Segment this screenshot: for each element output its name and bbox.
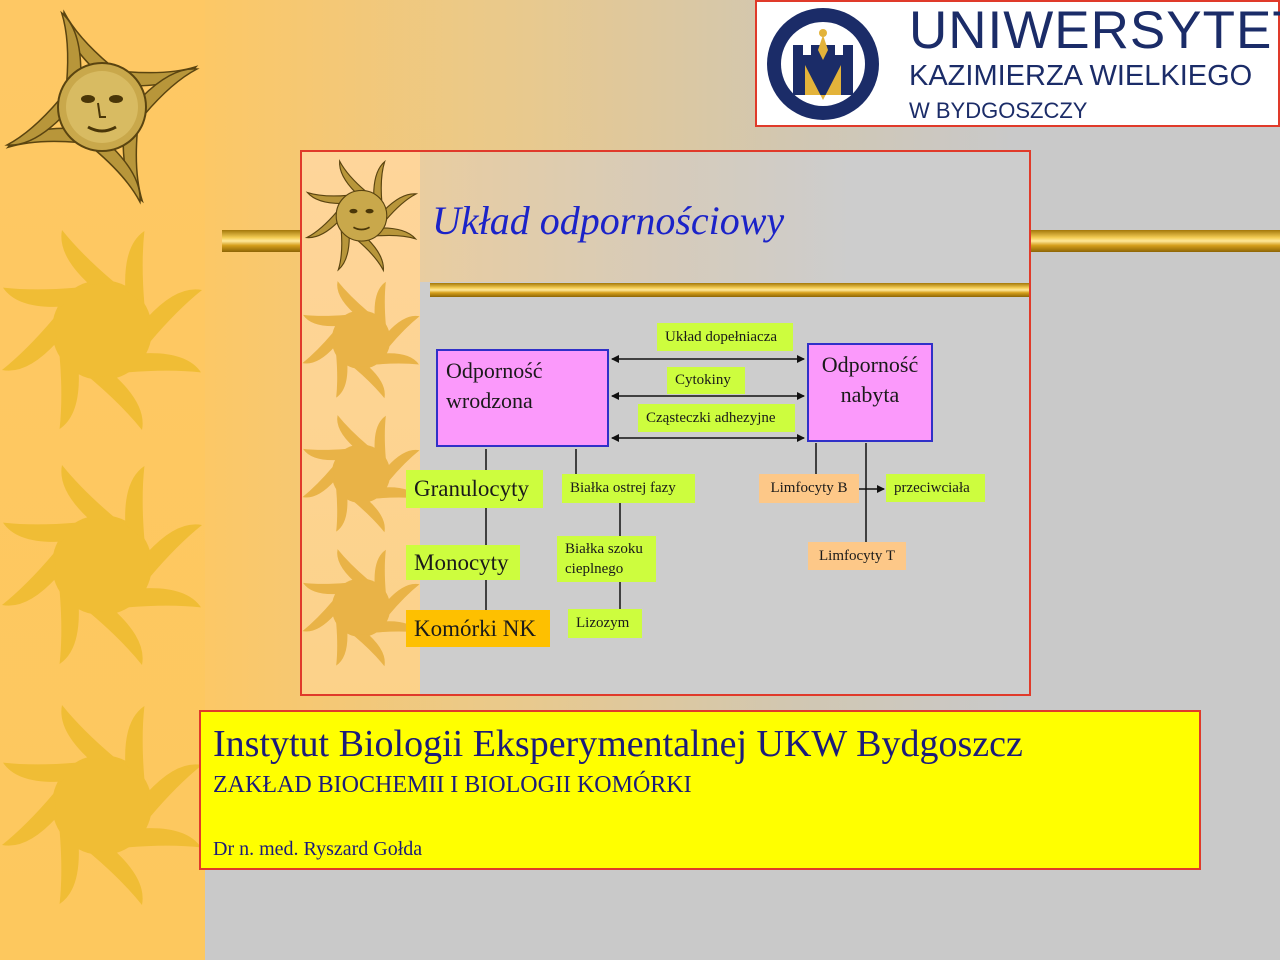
- node-acute-phase: Białka ostrej fazy: [562, 474, 695, 503]
- node-monocytes: Monocyty: [406, 545, 520, 580]
- node-lymph-b: Limfocyty B: [759, 474, 859, 503]
- node-lymph-t: Limfocyty T: [808, 542, 906, 570]
- university-name-line2: KAZIMIERZA WIELKIEGO: [909, 60, 1253, 92]
- link-adhesion: Cząsteczki adhezyjne: [638, 404, 795, 432]
- diagram-connectors: [485, 355, 885, 610]
- dotted-sun-icon: [302, 281, 420, 399]
- node-lysozyme: Lizozym: [568, 609, 642, 638]
- title-underline-bar: [430, 283, 1029, 297]
- gold-sun-face-icon: [4, 9, 200, 205]
- inner-slide: Układ odpornościowy Odporn: [300, 150, 1031, 696]
- link-cytokines: Cytokiny: [667, 367, 745, 394]
- dotted-sun-icon: [302, 415, 420, 533]
- node-antibodies: przeciwciała: [886, 474, 985, 502]
- slide-title: Układ odpornościowy: [432, 198, 785, 243]
- sun-icon: [2, 465, 202, 665]
- dotted-sun-icon: [302, 549, 420, 667]
- inner-top-gradient: [420, 152, 1029, 282]
- sun-icon: [2, 230, 202, 430]
- link-complement: Układ dopełniacza: [657, 323, 793, 351]
- gold-bar-left: [222, 230, 302, 252]
- university-crest-icon: [767, 8, 879, 120]
- sun-icon: [2, 705, 202, 905]
- acquired-immunity-label: Odporność nabyta: [821, 352, 919, 407]
- author-name: Dr n. med. Ryszard Gołda: [213, 838, 423, 860]
- university-name-line1: UNIWERSYTET: [909, 1, 1280, 60]
- university-name-line3: W BYDGOSZCZY: [909, 98, 1088, 123]
- node-heat-shock: Białka szoku cieplnego: [557, 536, 656, 582]
- footer-box: Instytut Biologii Eksperymentalnej UKW B…: [199, 710, 1201, 870]
- node-granulocytes: Granulocyty: [406, 470, 543, 508]
- innate-immunity-box: Odporność wrodzona: [436, 349, 609, 447]
- university-logo: UNIWERSYTET KAZIMIERZA WIELKIEGO W BYDGO…: [755, 0, 1280, 127]
- innate-immunity-label: Odporność wrodzona: [446, 358, 543, 413]
- institute-name: Instytut Biologii Eksperymentalnej UKW B…: [213, 723, 1023, 765]
- small-gold-sun-face-icon: [304, 159, 419, 273]
- acquired-immunity-box: Odporność nabyta: [807, 343, 933, 442]
- gold-bar-right: [1031, 230, 1280, 252]
- department-name: ZAKŁAD BIOCHEMII I BIOLOGII KOMÓRKI: [213, 772, 692, 798]
- node-nk-cells: Komórki NK: [406, 610, 550, 647]
